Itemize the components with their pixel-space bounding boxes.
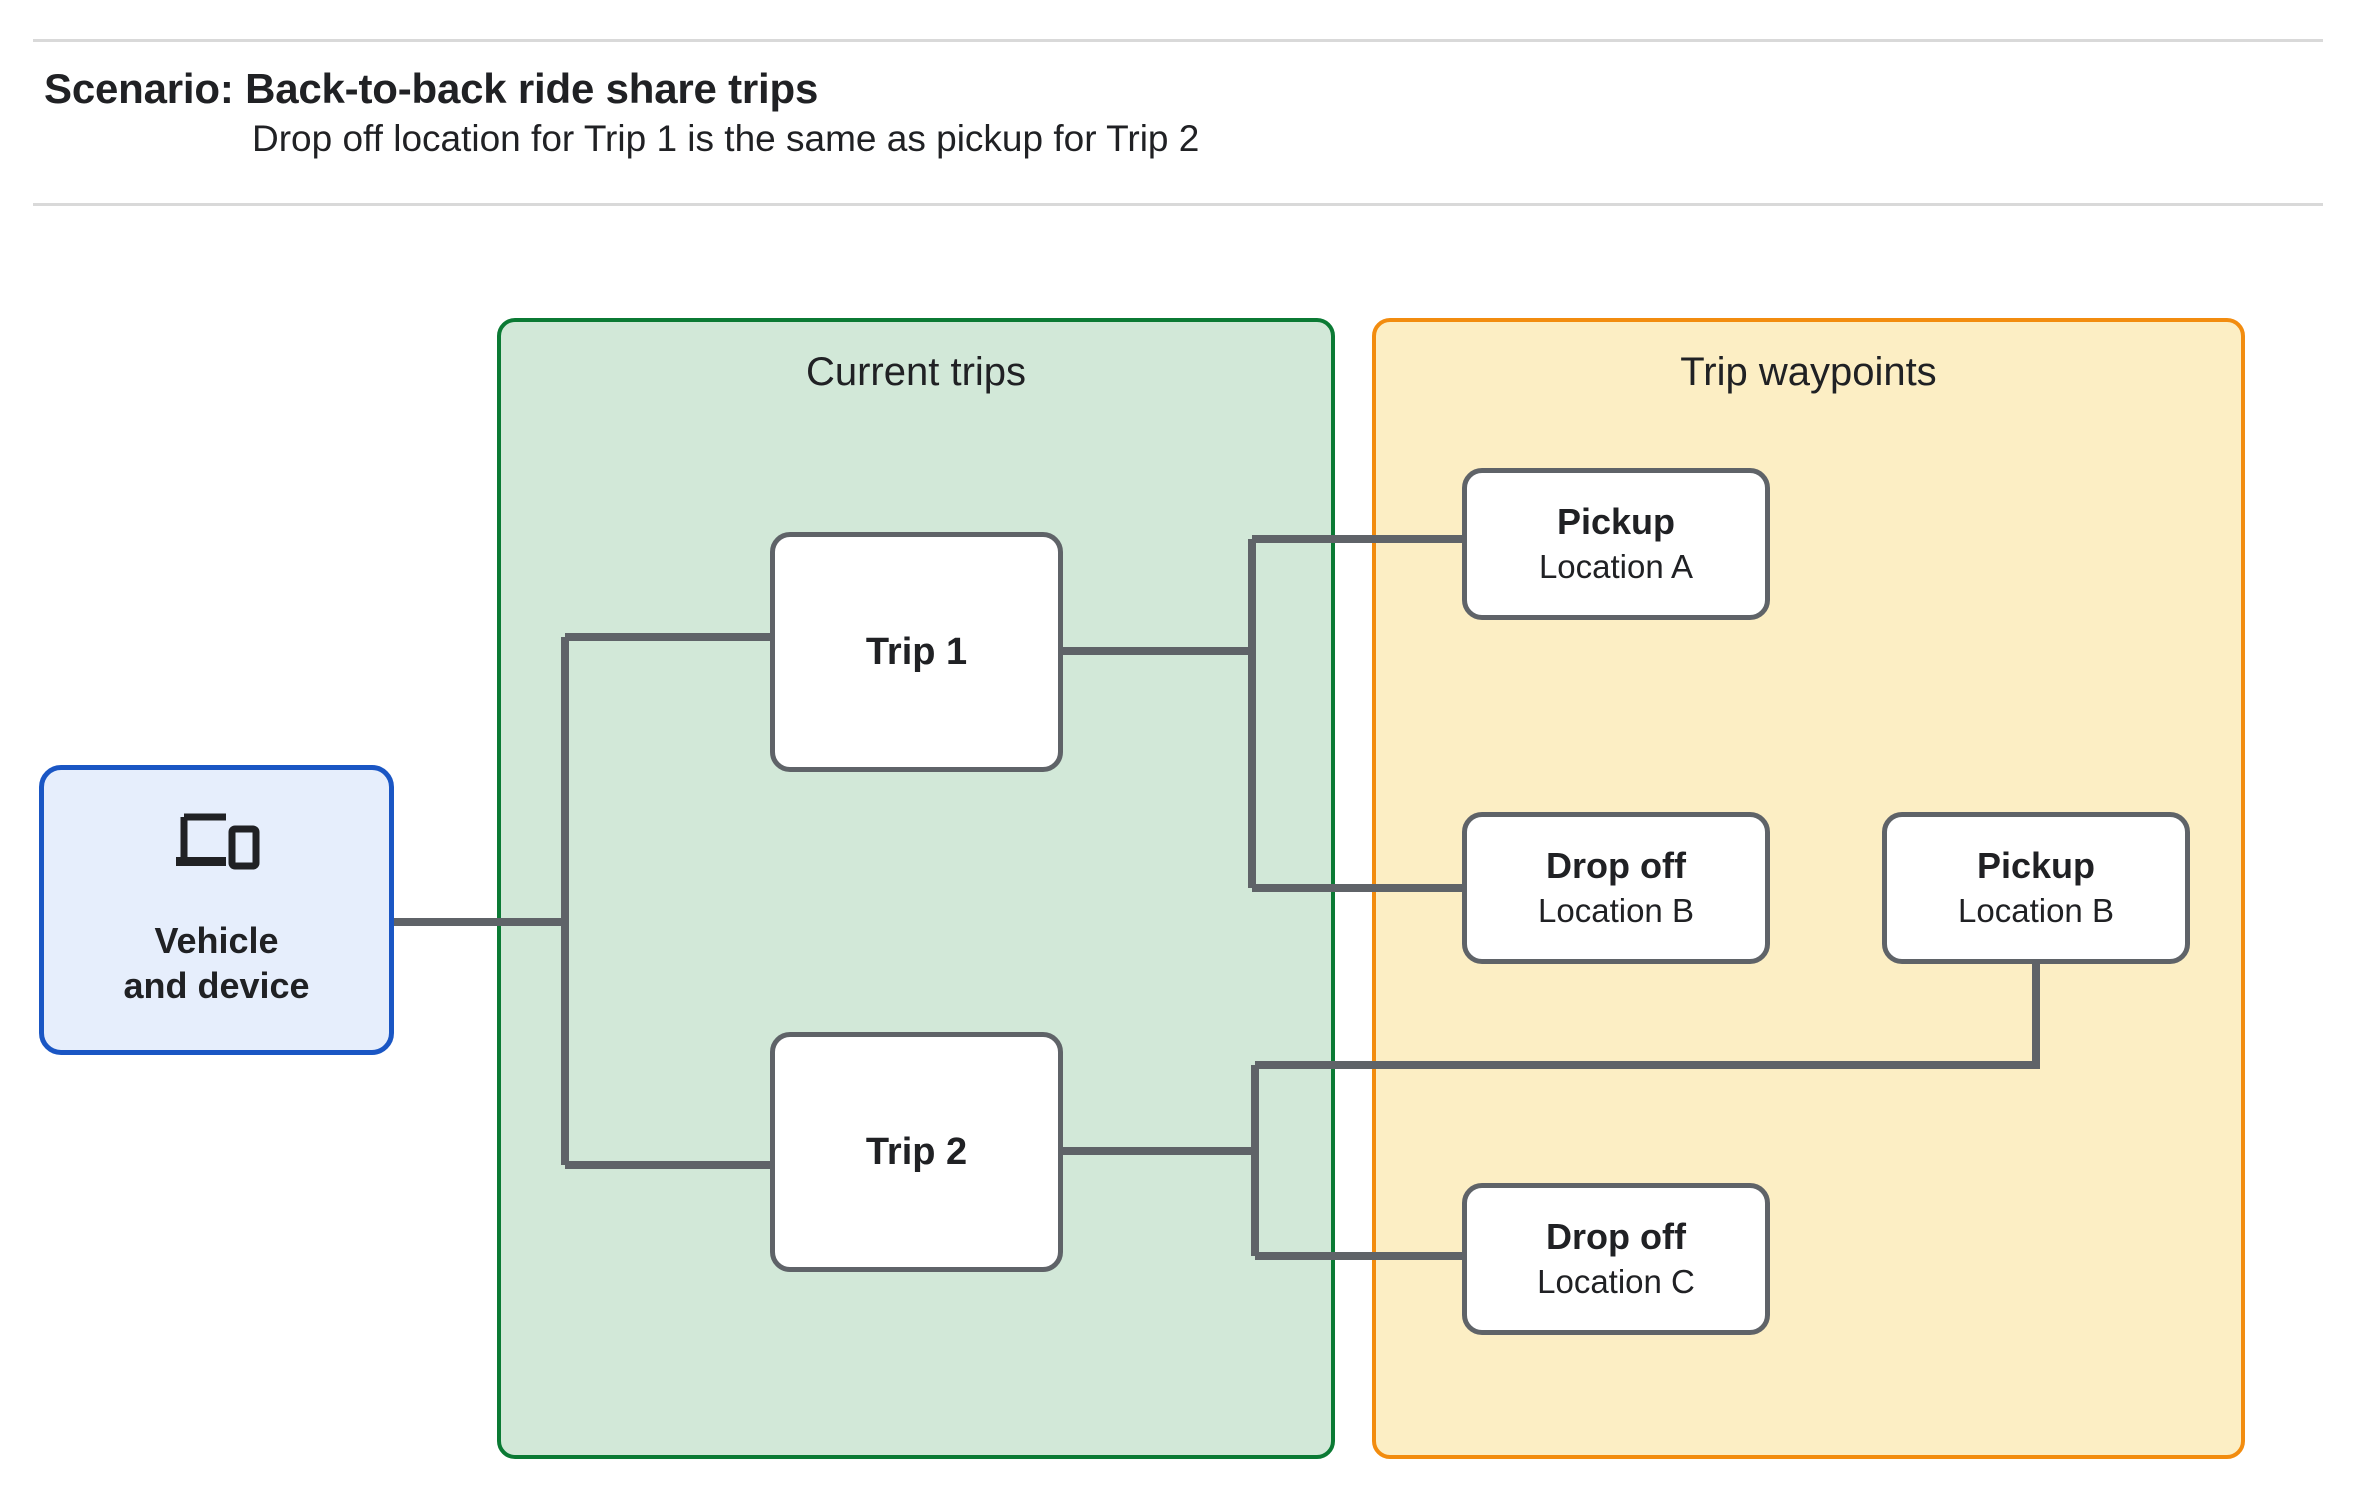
node-trip-1[interactable]: Trip 1 [770, 532, 1063, 772]
node-dropoff-location-b[interactable]: Drop off Location B [1462, 812, 1770, 964]
node-dropoff-c-title: Drop off [1546, 1215, 1686, 1257]
node-trip-2-label: Trip 2 [865, 1130, 968, 1173]
devices-icon [174, 811, 260, 873]
page-title: Scenario: Back-to-back ride share trips [44, 65, 819, 112]
page-subtitle: Drop off location for Trip 1 is the same… [252, 118, 1200, 159]
edge-trip-2-pickup-b [1255, 964, 2040, 1069]
node-pickup-b-title: Pickup [1976, 844, 2096, 886]
node-pickup-location-a[interactable]: Pickup Location A [1462, 468, 1770, 620]
header: Scenario: Back-to-back ride share trips … [0, 0, 2357, 210]
vehicle-label: Vehicle and device [123, 920, 310, 1006]
node-vehicle-and-device[interactable]: Vehicle and device [39, 765, 394, 1055]
node-dropoff-c-location: Location C [1537, 1263, 1695, 1301]
header-divider-bottom [33, 203, 2323, 206]
node-pickup-b-location: Location B [1958, 892, 2114, 930]
node-dropoff-b-title: Drop off [1546, 844, 1686, 886]
group-current-trips-title: Current trips [805, 350, 1027, 394]
node-trip-2[interactable]: Trip 2 [770, 1032, 1063, 1272]
node-pickup-a-location: Location A [1538, 548, 1694, 586]
group-trip-waypoints-title: Trip waypoints [1680, 350, 1937, 394]
node-pickup-a-title: Pickup [1556, 500, 1676, 542]
node-dropoff-location-c[interactable]: Drop off Location C [1462, 1183, 1770, 1335]
header-divider-top [33, 39, 2323, 42]
node-dropoff-b-location: Location B [1538, 892, 1694, 930]
node-trip-1-label: Trip 1 [865, 630, 968, 673]
node-pickup-location-b[interactable]: Pickup Location B [1882, 812, 2190, 964]
